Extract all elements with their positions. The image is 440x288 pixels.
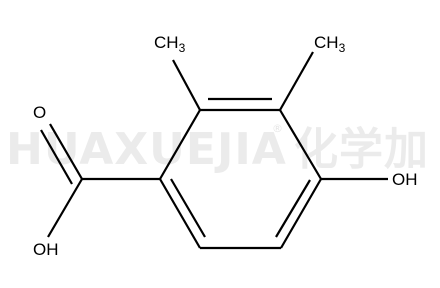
carbonyl-oxygen-label: O [33,103,46,122]
ring-bond-c5-c6-inner [170,178,206,238]
watermark-registered: ® [272,122,283,135]
carbonyl-double-bond-b [40,129,73,185]
watermark-latin: HUAXUEJIA [6,124,287,175]
ring-bond-c3-c4-inner [275,179,311,238]
methyl-left-label: CH3 [154,33,186,55]
ring-bond-c2-c3 [279,109,322,180]
acid-oh-label: OH [33,240,59,259]
methyl-right-label: CH3 [314,33,346,55]
methyl-right-bond [279,51,314,111]
ring-bond-c3-c4 [280,178,322,249]
acid-oh-bond [47,178,83,238]
ring-bond-c6-c1 [159,109,201,180]
phenol-oh-label: OH [392,170,418,189]
carbonyl-double-bond-a [49,123,83,180]
ring-bond-c5-c6 [159,178,201,249]
methyl-left-bond [172,59,201,111]
watermark-chinese: 化学加 [294,124,429,175]
